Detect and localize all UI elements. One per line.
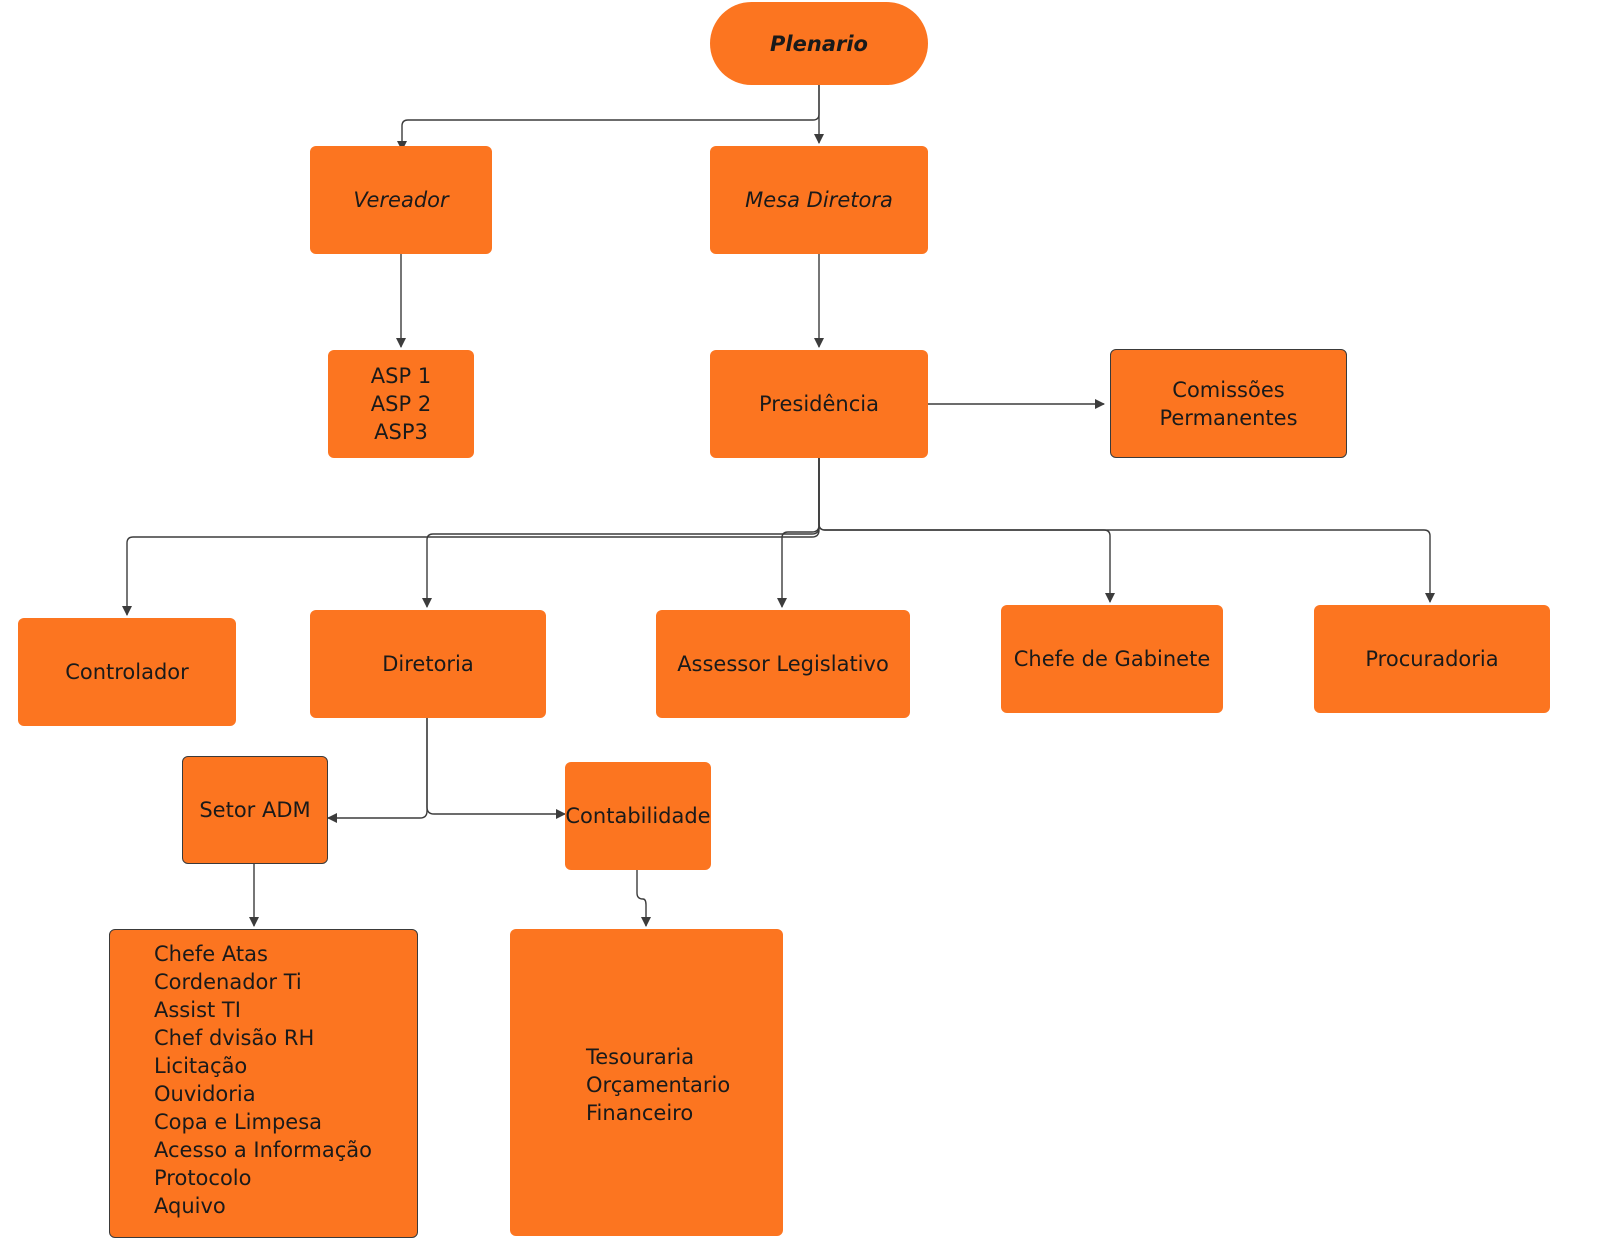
node-comissoes-lines: Comissões Permanentes bbox=[1159, 376, 1297, 432]
list-item: Chef dvisão RH bbox=[154, 1026, 315, 1050]
node-vereador-label: Vereador bbox=[353, 188, 449, 212]
connector-diretoria-setor-adm bbox=[327, 718, 428, 823]
connector-presidencia-assessor bbox=[777, 458, 820, 608]
list-item: Protocolo bbox=[154, 1166, 252, 1190]
node-chefe-gabinete[interactable]: Chefe de Gabinete bbox=[1001, 605, 1223, 713]
node-contabilidade[interactable]: Contabilidade bbox=[565, 762, 711, 870]
list-item: Copa e Limpesa bbox=[154, 1110, 323, 1134]
node-contabilidade-label: Contabilidade bbox=[565, 804, 711, 828]
list-item: Aquivo bbox=[154, 1194, 226, 1218]
list-item: Financeiro bbox=[586, 1101, 694, 1125]
node-chefe-gabinete-label: Chefe de Gabinete bbox=[1013, 647, 1211, 671]
list-item: Ouvidoria bbox=[154, 1082, 256, 1106]
node-asp-line: ASP 1 bbox=[370, 364, 432, 388]
connector-plenario-vereador bbox=[397, 85, 820, 151]
node-comissoes-line: Permanentes bbox=[1159, 405, 1298, 430]
node-procuradoria-label: Procuradoria bbox=[1365, 647, 1499, 671]
node-asp-line: ASP3 bbox=[374, 420, 428, 444]
node-asp-line: ASP 2 bbox=[370, 392, 432, 416]
list-item: Tesouraria bbox=[586, 1045, 695, 1069]
node-asp-lines: ASP 1 ASP 2 ASP3 bbox=[371, 362, 431, 446]
setor-adm-list: Chefe Atas Cordenador Ti Assist TI Chef … bbox=[154, 940, 372, 1220]
connector-presidencia-diretoria bbox=[422, 458, 820, 608]
node-plenario-label: Plenario bbox=[770, 31, 868, 56]
node-asp[interactable]: ASP 1 ASP 2 ASP3 bbox=[328, 350, 474, 458]
node-setor-adm-label: Setor ADM bbox=[199, 798, 311, 822]
connector-presidencia-procuradoria bbox=[818, 458, 1435, 603]
node-presidencia[interactable]: Presidência bbox=[710, 350, 928, 458]
list-item: Orçamentario bbox=[586, 1073, 731, 1097]
list-item: Assist TI bbox=[154, 998, 241, 1022]
node-setor-adm-list[interactable]: Chefe Atas Cordenador Ti Assist TI Chef … bbox=[109, 929, 418, 1238]
node-vereador[interactable]: Vereador bbox=[310, 146, 492, 254]
node-mesa-diretora-label: Mesa Diretora bbox=[745, 188, 893, 212]
node-comissoes-permanentes[interactable]: Comissões Permanentes bbox=[1110, 349, 1347, 458]
node-controlador-label: Controlador bbox=[65, 660, 189, 684]
connector-presidencia-controlador bbox=[122, 458, 820, 616]
node-diretoria[interactable]: Diretoria bbox=[310, 610, 546, 718]
list-item: Chefe Atas bbox=[154, 942, 268, 966]
node-assessor-legislativo[interactable]: Assessor Legislativo bbox=[656, 610, 910, 718]
node-setor-adm[interactable]: Setor ADM bbox=[182, 756, 328, 864]
node-controlador[interactable]: Controlador bbox=[18, 618, 236, 726]
list-item: Licitação bbox=[154, 1054, 248, 1078]
node-presidencia-label: Presidência bbox=[759, 392, 879, 416]
contabilidade-list: Tesouraria Orçamentario Financeiro bbox=[586, 1043, 730, 1127]
list-item: Acesso a Informação bbox=[154, 1138, 373, 1162]
node-diretoria-label: Diretoria bbox=[382, 652, 474, 676]
list-item: Cordenador Ti bbox=[154, 970, 302, 994]
node-assessor-legislativo-label: Assessor Legislativo bbox=[677, 652, 889, 676]
node-procuradoria[interactable]: Procuradoria bbox=[1314, 605, 1550, 713]
connector-diretoria-contabilidade bbox=[426, 718, 566, 819]
node-contabilidade-list[interactable]: Tesouraria Orçamentario Financeiro bbox=[510, 929, 783, 1236]
node-comissoes-line: Comissões bbox=[1172, 377, 1285, 402]
node-mesa-diretora[interactable]: Mesa Diretora bbox=[710, 146, 928, 254]
connector-contabilidade-list bbox=[636, 870, 651, 927]
node-plenario[interactable]: Plenario bbox=[710, 2, 928, 85]
